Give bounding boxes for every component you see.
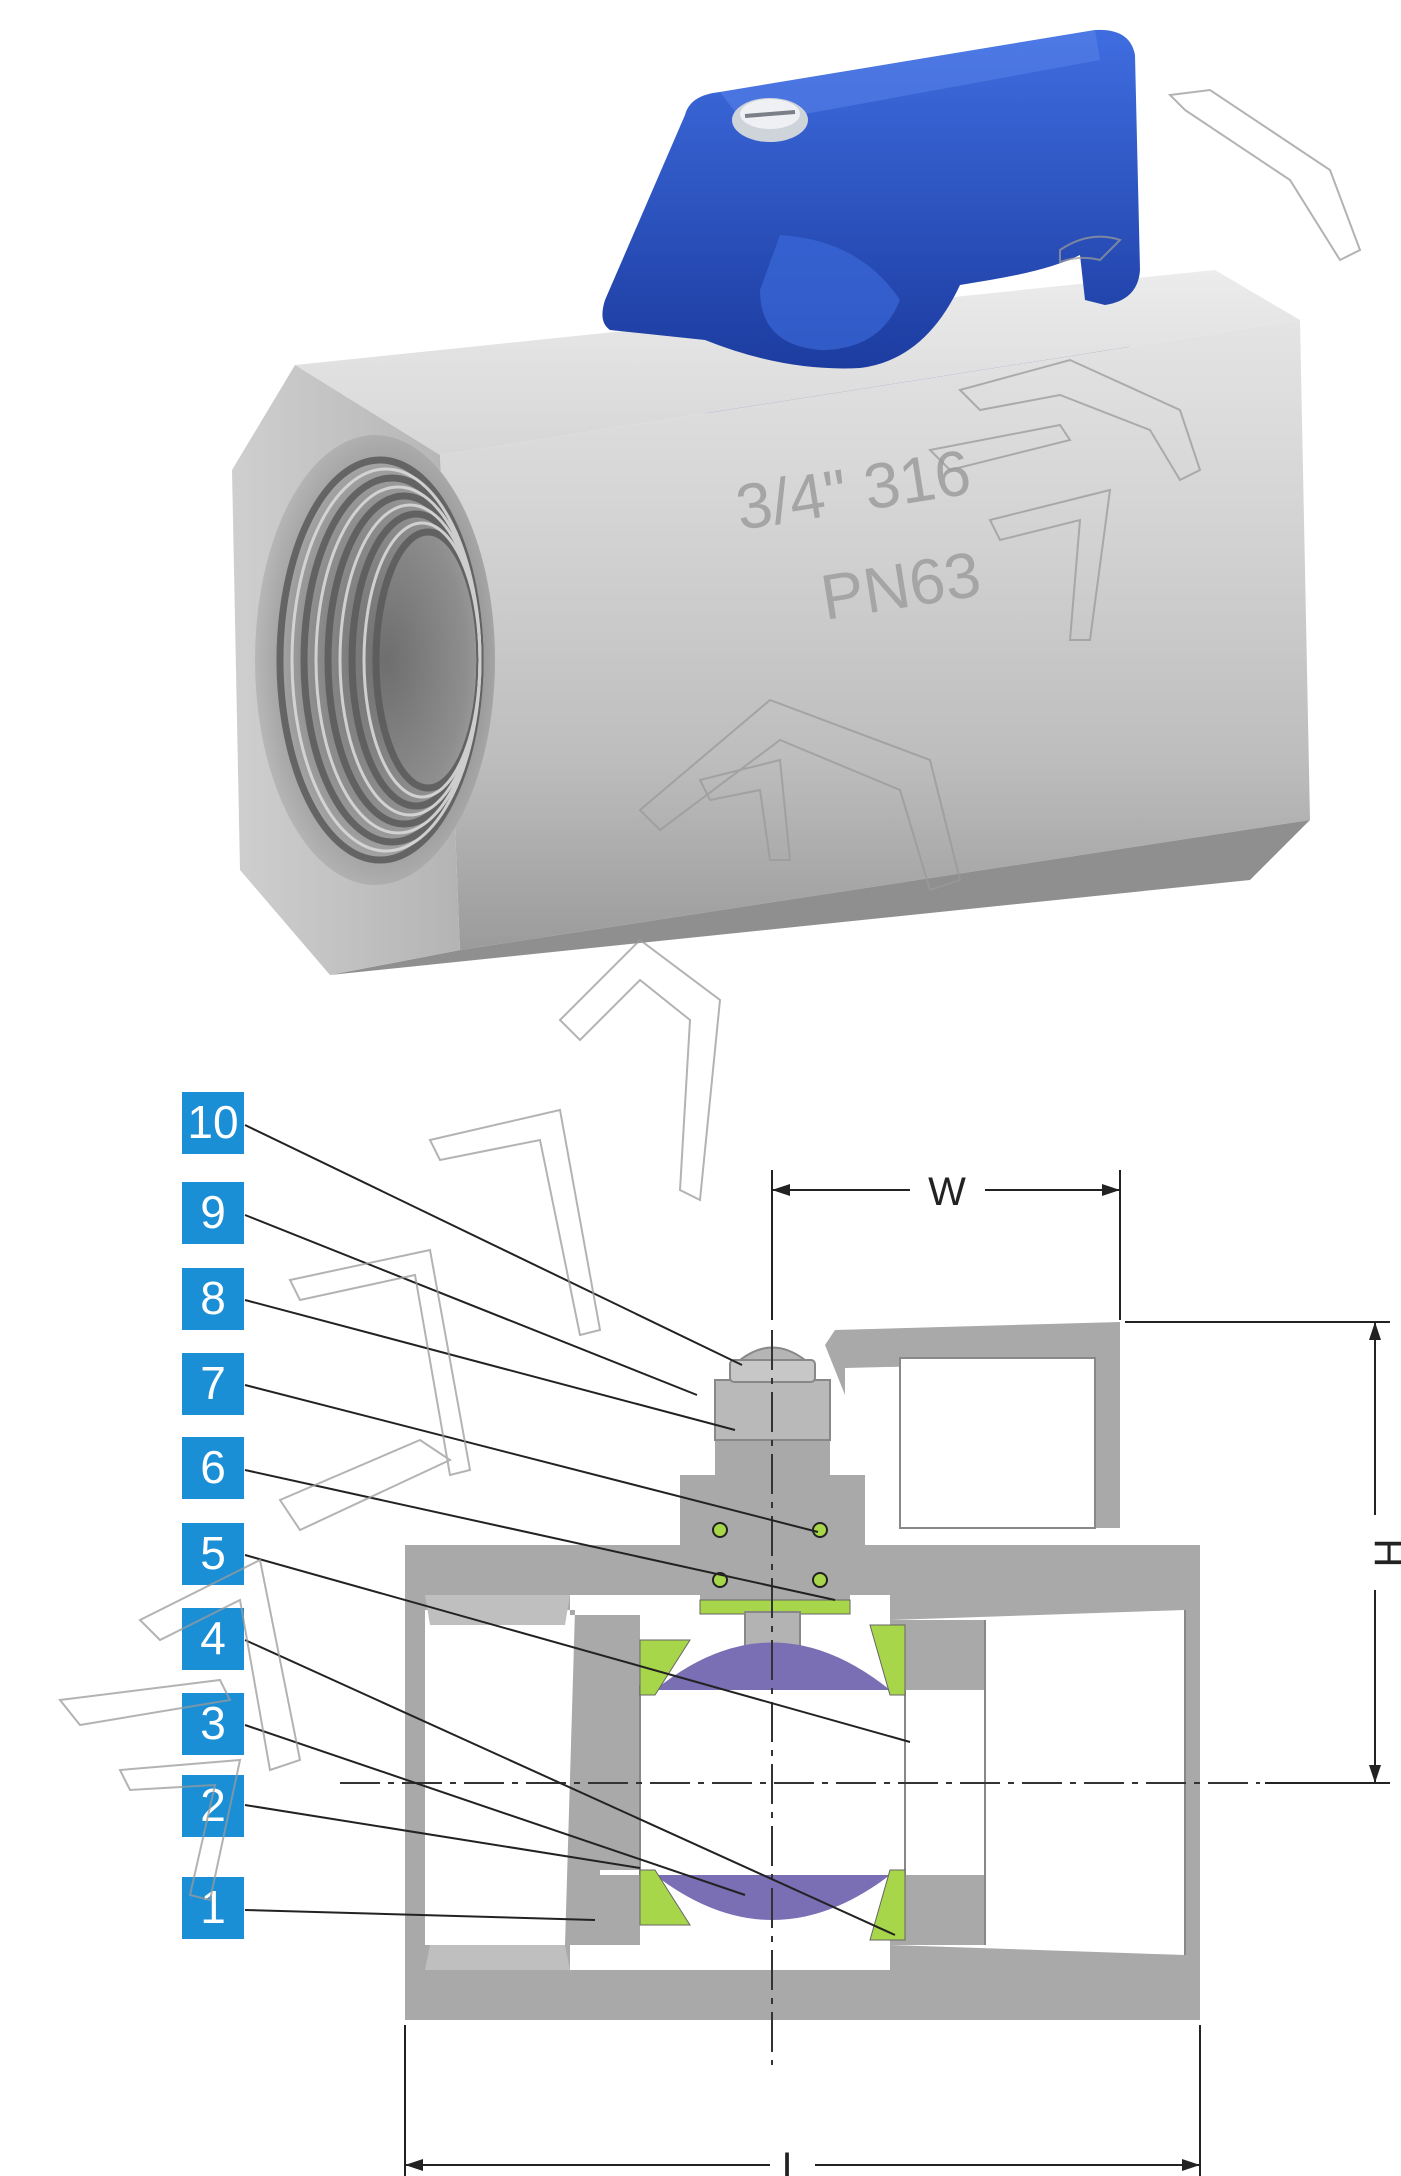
- product-photo: 3/4" 316 PN63: [232, 29, 1310, 975]
- callout-10-label: 10: [187, 1096, 238, 1148]
- callout-9-label: 9: [200, 1186, 226, 1238]
- callout-6: 6: [182, 1437, 244, 1499]
- callout-4: 4: [182, 1608, 244, 1670]
- callout-6-label: 6: [200, 1441, 226, 1493]
- callout-8: 8: [182, 1268, 244, 1330]
- callout-3-label: 3: [200, 1697, 226, 1749]
- dimension-width: [771, 1170, 1121, 1320]
- section-o-rings: [712, 1522, 828, 1588]
- callout-7: 7: [182, 1353, 244, 1415]
- callout-9: 9: [182, 1182, 244, 1244]
- callout-7-label: 7: [200, 1357, 226, 1409]
- dimension-height: [1125, 1321, 1390, 1784]
- callout-leaders: [244, 1124, 911, 1936]
- dimension-height-label: H: [1366, 1539, 1401, 1568]
- cross-section-drawing: W H L: [182, 1092, 1401, 2176]
- handle-nut-photo: [732, 98, 808, 142]
- dimension-width-label: W: [928, 1170, 966, 1214]
- watermark: [58, 88, 1362, 1902]
- section-body-bottom-band: [405, 1970, 1200, 2020]
- body-front-face: [440, 320, 1310, 950]
- callout-8-label: 8: [200, 1272, 226, 1324]
- callout-2-label: 2: [200, 1779, 226, 1831]
- dimension-length: [404, 2025, 1201, 2176]
- section-left-port: [405, 1595, 640, 1970]
- callout-4-label: 4: [200, 1612, 226, 1664]
- callout-5: 5: [182, 1523, 244, 1585]
- callout-5-label: 5: [200, 1527, 226, 1579]
- dimension-length-label: L: [782, 2145, 804, 2176]
- section-seats: [639, 1624, 906, 1941]
- callout-10: 10: [182, 1092, 244, 1154]
